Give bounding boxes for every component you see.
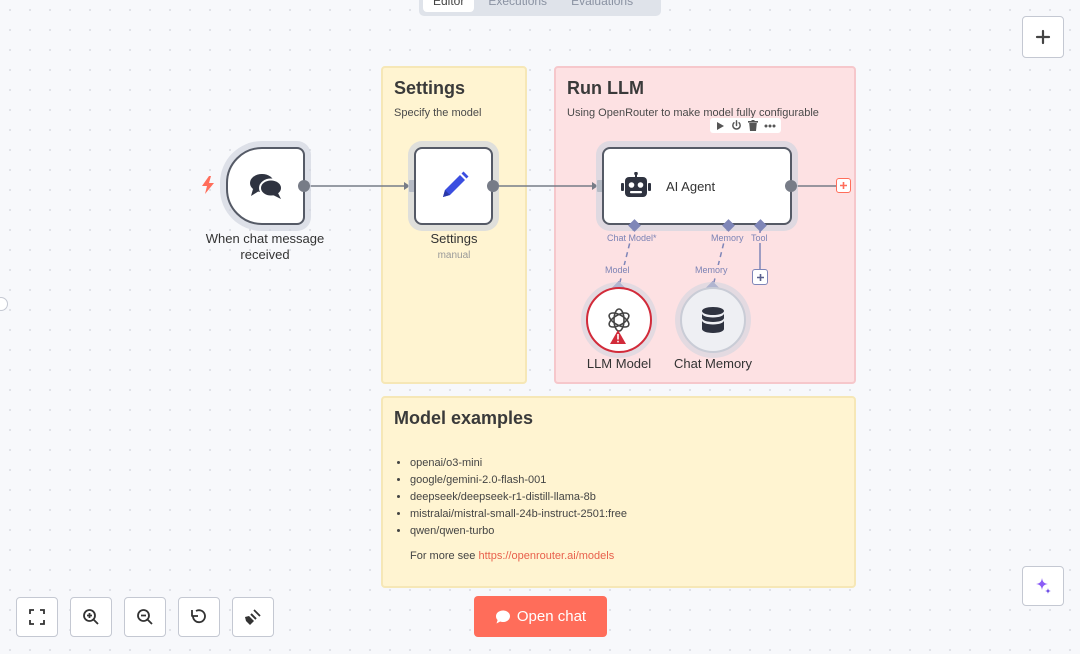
add-tool-button[interactable] [752,269,768,285]
openai-icon [608,308,630,332]
database-icon [702,307,724,333]
fit-view-button[interactable] [16,597,58,637]
more-prefix: For more see [410,550,479,562]
open-chat-button[interactable]: Open chat [474,596,607,637]
label-line: received [240,247,290,262]
zoom-in-icon [83,609,99,625]
agent-input-handle[interactable] [597,180,603,192]
tidy-up-button[interactable] [232,597,274,637]
tab-evaluations[interactable]: Evaluations [571,0,634,8]
settings-output-handle[interactable] [487,180,499,192]
label-line: When chat message [205,231,325,246]
more-icon[interactable] [764,124,776,128]
arrow-head [404,182,410,190]
ai-assistant-button[interactable] [1022,566,1064,606]
settings-node-label: Settings [430,231,478,246]
power-icon[interactable] [731,120,742,131]
open-chat-label: Open chat [516,608,587,625]
trigger-output-handle[interactable] [298,180,310,192]
undo-icon [191,609,206,624]
trash-icon[interactable] [748,120,758,131]
sticky-title: Settings [394,78,466,98]
add-node-button[interactable] [1022,16,1064,58]
arrow-head [592,182,598,190]
sticky-title: Run LLM [567,78,644,98]
list-item: google/gemini-2.0-flash-001 [410,472,843,489]
warning-icon [610,330,626,349]
sparkle-icon [1036,578,1051,594]
pencil-icon [442,171,468,197]
port-label-model: Model [604,265,631,275]
tab-executions[interactable]: Executions [488,0,548,8]
plus-icon [1035,29,1051,45]
trigger-node-label: When chat message received [190,231,340,263]
agent-node-label: AI Agent [666,178,716,194]
agent-output-handle[interactable] [785,180,797,192]
reset-zoom-button[interactable] [178,597,220,637]
chat-bubbles-icon [249,174,283,199]
more-info-text: For more see https://openrouter.ai/model… [394,550,843,562]
sticky-subtitle: Using OpenRouter to make model fully con… [567,107,819,119]
add-next-node-button[interactable] [836,178,851,193]
chat-trigger-node[interactable] [226,147,305,225]
model-list: openai/o3-mini google/gemini-2.0-flash-0… [394,455,843,540]
list-item: deepseek/deepseek-r1-distill-llama-8b [410,489,843,506]
sticky-note-model-examples[interactable]: Model examples openai/o3-mini google/gem… [381,396,856,588]
port-label-memory-in: Memory [694,265,729,275]
zoom-out-icon [137,609,153,625]
chat-icon [495,610,510,623]
tab-editor[interactable]: Editor [423,0,475,12]
ai-agent-node[interactable]: AI Agent [602,147,792,225]
sticky-title: Model examples [394,408,534,428]
sticky-note-settings[interactable]: Settings Specify the model [381,66,527,384]
node-action-toolbar [710,118,781,133]
plus-icon [756,273,764,281]
port-label-memory: Memory [710,233,745,243]
chat-memory-node[interactable] [680,287,746,353]
plus-icon [840,182,847,189]
list-item: qwen/qwen-turbo [410,523,843,540]
play-icon[interactable] [715,121,725,131]
list-item: mistralai/mistral-small-24b-instruct-250… [410,506,843,523]
view-tabs: Editor Executions Evaluations [419,0,661,16]
port-label-tool: Tool [750,233,769,243]
broom-icon [245,609,261,625]
zoom-out-button[interactable] [124,597,166,637]
trigger-bolt-icon [201,176,215,199]
robot-icon [621,172,651,197]
settings-input-handle[interactable] [409,180,415,192]
settings-node[interactable] [414,147,493,225]
llm-model-label: LLM Model [586,356,652,371]
zoom-in-button[interactable] [70,597,112,637]
openrouter-models-link[interactable]: https://openrouter.ai/models [478,550,615,562]
chat-memory-label: Chat Memory [673,356,753,371]
list-item: openai/o3-mini [410,455,843,472]
settings-node-sublabel: manual [437,250,471,261]
fullscreen-icon [29,609,45,625]
port-label-chat-model: Chat Model* [606,233,658,243]
sticky-subtitle: Specify the model [394,107,482,119]
